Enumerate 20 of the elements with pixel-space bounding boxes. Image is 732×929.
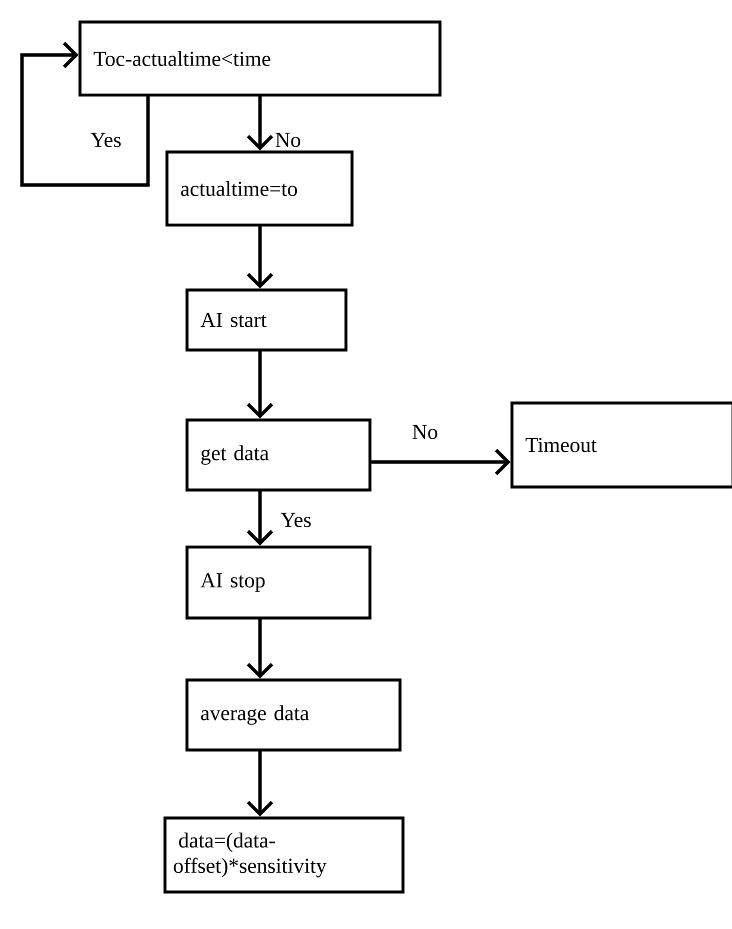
process-box: data=(data-offset)*sensitivity: [164, 816, 404, 894]
arrow: [246, 491, 274, 546]
arrow: [20, 42, 150, 187]
arrow: [246, 226, 274, 289]
process-box: AI start: [186, 288, 348, 352]
process-box: AI stop: [186, 546, 372, 620]
arrow: [371, 448, 510, 476]
arrow: [246, 351, 274, 419]
process-box: average data: [186, 678, 402, 752]
process-box: Toc-actualtime<time: [78, 20, 442, 97]
edge-label: No: [410, 424, 440, 440]
arrow: [246, 96, 274, 151]
edge-label: Yes: [89, 132, 123, 148]
edge-label: No: [274, 132, 302, 148]
arrow: [246, 751, 274, 817]
process-box: get data: [186, 418, 372, 492]
arrow: [246, 619, 274, 679]
edge-label: Yes: [279, 512, 313, 528]
process-box: actualtime=to: [166, 150, 354, 226]
process-box: Timeout: [510, 402, 732, 488]
